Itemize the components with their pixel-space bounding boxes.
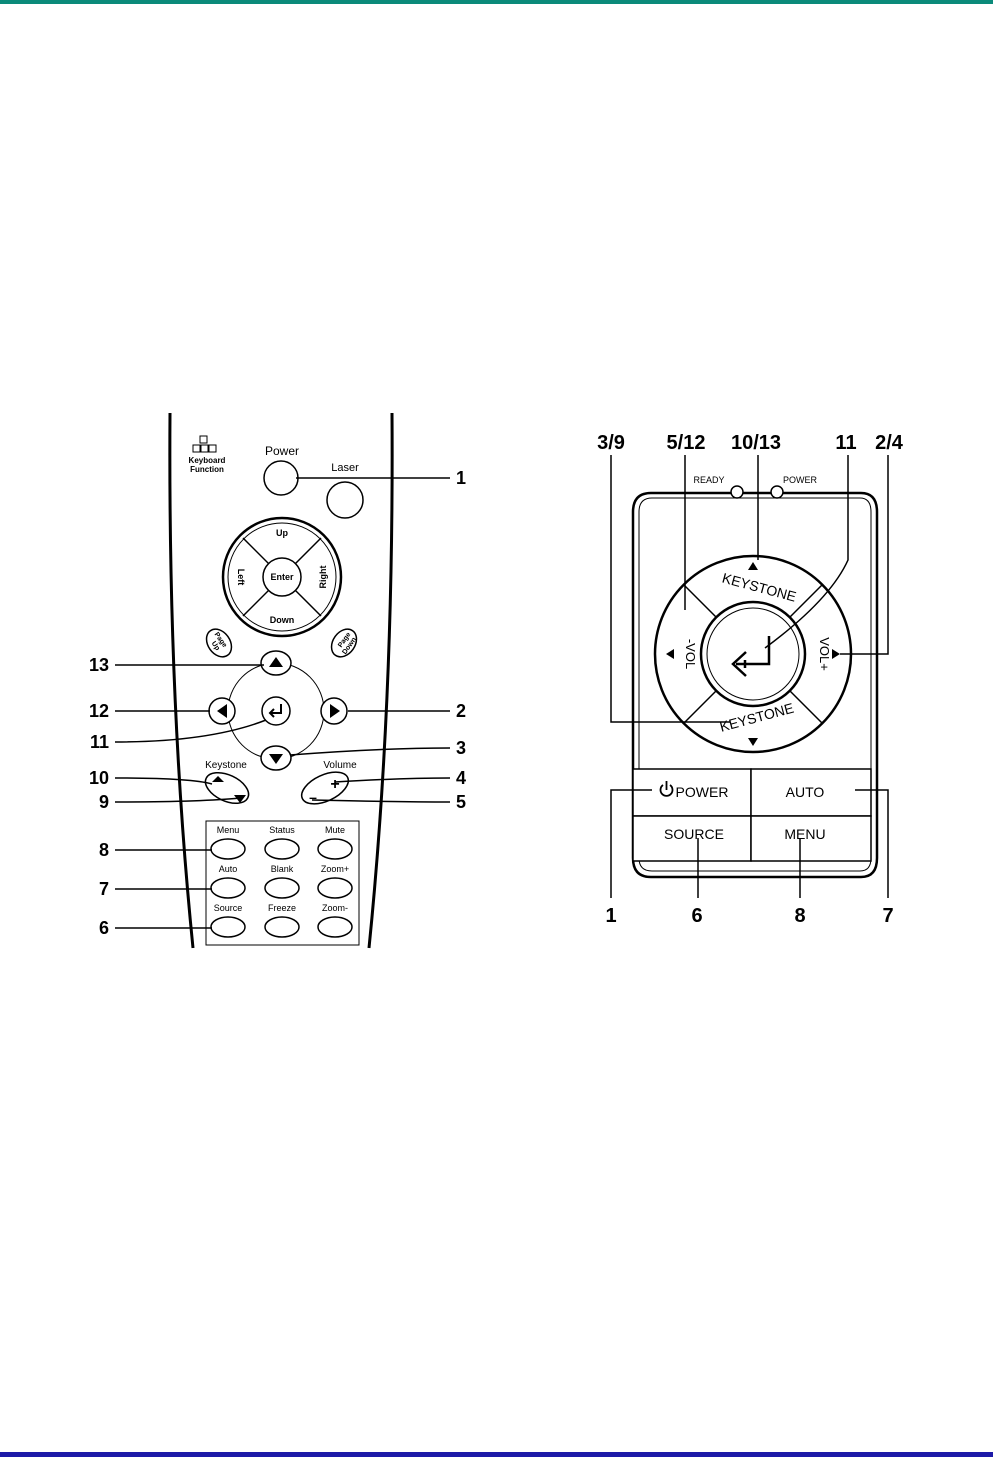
- right-button-label[interactable]: Right: [318, 566, 328, 589]
- keyboard-function-label-1: Keyboard: [189, 456, 226, 465]
- blank-button[interactable]: [264, 877, 300, 899]
- callout-7: 7: [99, 879, 109, 899]
- callout-4: 4: [456, 768, 466, 788]
- keystone-down-arrow-icon: [748, 738, 758, 746]
- panel-callout-3-9: 3/9: [597, 432, 625, 454]
- panel-callout-lines: [610, 455, 889, 898]
- panel-power-label: POWER: [676, 784, 729, 800]
- zoom-plus-button[interactable]: [317, 877, 353, 899]
- auto-label: Auto: [219, 864, 238, 874]
- cursor-enter-button[interactable]: [261, 696, 291, 726]
- callout-2: 2: [456, 701, 466, 721]
- enter-button-label: Enter: [270, 572, 294, 582]
- keystone-label: Keystone: [205, 760, 247, 771]
- keystone-up-icon: [212, 776, 224, 782]
- laser-button[interactable]: [326, 481, 364, 519]
- ready-led: [730, 485, 744, 499]
- volume-plus-label: +: [330, 776, 339, 793]
- remote-callout-lines: [114, 477, 451, 929]
- panel-callout-2-4: 2/4: [875, 432, 904, 454]
- panel-enter-button[interactable]: [699, 600, 807, 708]
- freeze-label: Freeze: [268, 903, 296, 913]
- callout-6: 6: [99, 918, 109, 938]
- callout-13: 13: [89, 655, 109, 675]
- keystone-rocker[interactable]: [201, 766, 254, 809]
- ready-led-label: READY: [693, 475, 724, 485]
- blank-label: Blank: [271, 864, 294, 874]
- zoom-plus-label: Zoom+: [321, 864, 349, 874]
- down-arrow-icon: [269, 754, 283, 764]
- panel-auto-label: AUTO: [786, 784, 825, 800]
- callout-12: 12: [89, 701, 109, 721]
- power-led-label: POWER: [783, 475, 818, 485]
- panel-callout-7: 7: [882, 905, 893, 927]
- keystone-down-icon: [234, 795, 246, 803]
- vol-plus-label[interactable]: VOL+: [817, 637, 832, 671]
- callout-3: 3: [456, 738, 466, 758]
- laser-label: Laser: [331, 462, 359, 474]
- panel-menu-button[interactable]: [750, 815, 872, 862]
- page-up-label-2: Up: [210, 640, 221, 652]
- remote-body-left-edge: [168, 412, 195, 949]
- callout-5: 5: [456, 792, 466, 812]
- panel-callout-10-13: 10/13: [731, 432, 781, 454]
- mute-label: Mute: [325, 825, 345, 835]
- enter-arrow-icon: [268, 704, 282, 718]
- power-led: [770, 485, 784, 499]
- right-arrow-icon: [330, 704, 340, 718]
- volume-minus-label: –: [309, 789, 317, 805]
- zoom-minus-button[interactable]: [317, 916, 353, 938]
- up-button-label[interactable]: Up: [276, 528, 288, 538]
- callout-9: 9: [99, 792, 109, 812]
- panel-source-label: SOURCE: [664, 826, 724, 842]
- panel-menu-label: MENU: [784, 826, 825, 842]
- control-panel-figure: READY POWER: [631, 475, 879, 879]
- status-button[interactable]: [264, 838, 300, 860]
- vol-minus-label[interactable]: -VOL: [683, 639, 698, 669]
- panel-callout-6: 6: [691, 905, 702, 927]
- menu-label: Menu: [217, 825, 240, 835]
- panel-callout-1: 1: [605, 905, 616, 927]
- down-button-label[interactable]: Down: [270, 615, 295, 625]
- source-label: Source: [214, 903, 243, 913]
- callout-10: 10: [89, 768, 109, 788]
- source-button[interactable]: [210, 916, 246, 938]
- left-button-label[interactable]: Left: [236, 569, 246, 586]
- volume-label: Volume: [323, 760, 357, 771]
- panel-callout-8: 8: [794, 905, 805, 927]
- vol-plus-arrow-icon: [832, 649, 840, 659]
- panel-callout-11: 11: [835, 432, 856, 454]
- callout-8: 8: [99, 840, 109, 860]
- panel-source-button[interactable]: [632, 815, 752, 862]
- keyboard-function-icon: [192, 435, 217, 453]
- panel-auto-button[interactable]: [750, 768, 872, 817]
- vol-minus-arrow-icon: [666, 649, 674, 659]
- panel-callout-5-12: 5/12: [667, 432, 706, 454]
- top-rule: [0, 0, 993, 4]
- callout-1: 1: [456, 468, 466, 488]
- freeze-button[interactable]: [264, 916, 300, 938]
- callout-11: 11: [90, 732, 109, 752]
- status-label: Status: [269, 825, 295, 835]
- zoom-minus-label: Zoom-: [322, 903, 348, 913]
- volume-rocker[interactable]: [297, 766, 353, 811]
- remote-body-right-edge: [367, 412, 394, 949]
- page-up-button[interactable]: [201, 624, 236, 661]
- page-down-button[interactable]: [326, 624, 361, 661]
- keystone-up-arrow-icon: [748, 562, 758, 570]
- auto-button[interactable]: [210, 877, 246, 899]
- bottom-rule: [0, 1452, 993, 1457]
- function-button-grid: [205, 820, 360, 946]
- up-arrow-icon: [269, 657, 283, 667]
- power-label: Power: [265, 444, 299, 458]
- enter-button[interactable]: [262, 557, 302, 597]
- navigation-pad: [221, 516, 343, 638]
- power-button[interactable]: [263, 460, 299, 496]
- power-symbol-icon: [659, 781, 674, 797]
- mute-button[interactable]: [317, 838, 353, 860]
- left-arrow-icon: [217, 704, 227, 718]
- keyboard-function-label-2: Function: [190, 465, 224, 474]
- menu-button[interactable]: [210, 838, 246, 860]
